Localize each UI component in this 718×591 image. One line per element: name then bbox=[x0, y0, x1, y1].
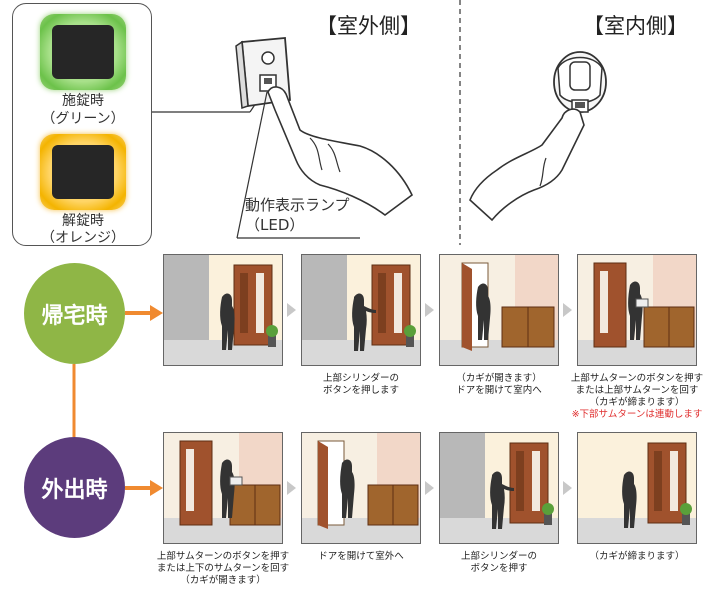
home-step-3-scene bbox=[439, 254, 559, 366]
caption-line: （カギが締まります） bbox=[589, 397, 685, 408]
out-step-2-scene bbox=[301, 432, 421, 544]
caption-line: または上下のサムターンを回す bbox=[156, 563, 290, 574]
locked-color-label: （グリーン） bbox=[41, 111, 125, 127]
go-out-label: 外出時 bbox=[41, 477, 108, 503]
caption-note: ※下部サムターンは連動します bbox=[571, 409, 703, 420]
out-step-3-scene bbox=[439, 432, 559, 544]
home-arrow-icon bbox=[150, 305, 163, 321]
home-step-3-caption: （カギが開きます） ドアを開けて室内へ bbox=[429, 373, 569, 397]
outside-lock-illustration bbox=[152, 37, 414, 239]
inside-lock-illustration bbox=[469, 51, 607, 222]
caption-line: ボタンを押す bbox=[470, 563, 528, 574]
home-step-4-scene bbox=[577, 254, 697, 366]
step-chevron-icon bbox=[425, 303, 434, 317]
step-chevron-icon bbox=[287, 303, 296, 317]
led-callout-line2: （LED） bbox=[245, 216, 305, 234]
unlocked-color-label: （オレンジ） bbox=[41, 230, 125, 246]
orange-lamp-icon bbox=[40, 134, 126, 210]
led-legend-box: 施錠時 （グリーン） 解錠時 （オレンジ） bbox=[12, 3, 152, 246]
step-chevron-icon bbox=[563, 303, 572, 317]
locked-label: 施錠時 bbox=[62, 93, 104, 109]
go-out-circle: 外出時 bbox=[24, 437, 125, 538]
caption-line: ドアを開けて室内へ bbox=[456, 385, 542, 396]
step-chevron-icon bbox=[287, 481, 296, 495]
led-callout-line1: 動作表示ランプ bbox=[245, 196, 350, 214]
out-step-4-scene bbox=[577, 432, 697, 544]
inside-title: 【室内側】 bbox=[583, 14, 688, 38]
step-chevron-icon bbox=[425, 481, 434, 495]
out-step-3-caption: 上部シリンダーの ボタンを押す bbox=[439, 551, 559, 575]
outside-title: 【室外側】 bbox=[316, 14, 421, 38]
caption-line: 上部シリンダーの bbox=[460, 551, 537, 562]
caption-line: ボタンを押します bbox=[322, 385, 399, 396]
home-step-2-caption: 上部シリンダーの ボタンを押します bbox=[301, 373, 421, 397]
caption-line: 上部サムターンのボタンを押す bbox=[156, 551, 290, 562]
out-step-1-caption: 上部サムターンのボタンを押す または上下のサムターンを回す （カギが開きます） bbox=[148, 551, 298, 587]
caption-line: （カギが開きます） bbox=[180, 575, 266, 586]
out-step-4-caption: （カギが締まります） bbox=[577, 551, 697, 563]
out-arrow-icon bbox=[150, 480, 163, 496]
step-chevron-icon bbox=[563, 481, 572, 495]
out-step-1-scene bbox=[163, 432, 283, 544]
caption-line: ドアを開けて室外へ bbox=[318, 551, 404, 562]
out-step-2-caption: ドアを開けて室外へ bbox=[301, 551, 421, 563]
caption-line: 上部サムターンのボタンを押す bbox=[570, 373, 704, 384]
green-lamp-icon bbox=[40, 14, 126, 90]
home-step-2-scene bbox=[301, 254, 421, 366]
caption-line: （カギが締まります） bbox=[589, 551, 685, 562]
caption-line: 上部シリンダーの bbox=[322, 373, 399, 384]
home-step-1-scene bbox=[163, 254, 283, 366]
return-home-label: 帰宅時 bbox=[41, 303, 108, 329]
return-home-circle: 帰宅時 bbox=[24, 263, 125, 364]
center-divider bbox=[459, 0, 461, 245]
caption-line: （カギが開きます） bbox=[456, 373, 542, 384]
home-step-4-caption: 上部サムターンのボタンを押す または上部サムターンを回す （カギが締まります） … bbox=[567, 373, 707, 421]
caption-line: または上部サムターンを回す bbox=[575, 385, 699, 396]
unlocked-label: 解錠時 bbox=[62, 213, 104, 229]
led-callout: 動作表示ランプ （LED） bbox=[245, 195, 350, 235]
